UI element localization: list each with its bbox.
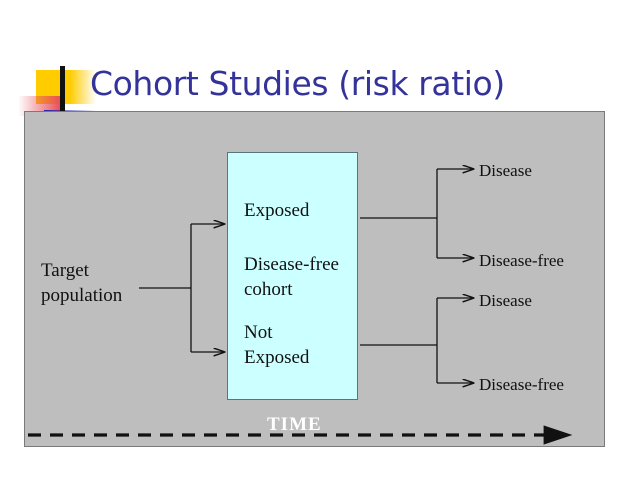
not-exposed-line1: Not <box>244 322 273 343</box>
outcome-label-disease-free-exposed: Disease-free <box>479 251 564 270</box>
target-population-line2: population <box>41 285 123 307</box>
disease-free-cohort-box: Exposed Disease-free cohort Not Exposed <box>227 152 358 400</box>
ornament-black-bar <box>60 66 65 118</box>
cohort-label-line2: cohort <box>244 278 293 300</box>
page-title: Cohort Studies (risk ratio) <box>90 64 505 103</box>
not-exposed-line2: Exposed <box>244 346 310 368</box>
disease-free-cohort-label: Disease-free cohort <box>244 253 359 302</box>
outcome-label-disease-not-exposed: Disease <box>479 291 532 310</box>
ornament-yellow-fade <box>70 70 96 104</box>
target-population-line1: Target <box>41 260 89 281</box>
target-population-label: Target population <box>41 258 161 308</box>
time-axis-label: TIME <box>267 414 322 435</box>
not-exposed-label: Not Exposed <box>244 321 354 370</box>
outcome-label-disease-exposed: Disease <box>479 161 532 180</box>
outcome-label-disease-free-not-exposed: Disease-free <box>479 375 564 394</box>
cohort-label-line1: Disease-free <box>244 254 339 275</box>
exposed-label: Exposed <box>244 200 310 221</box>
